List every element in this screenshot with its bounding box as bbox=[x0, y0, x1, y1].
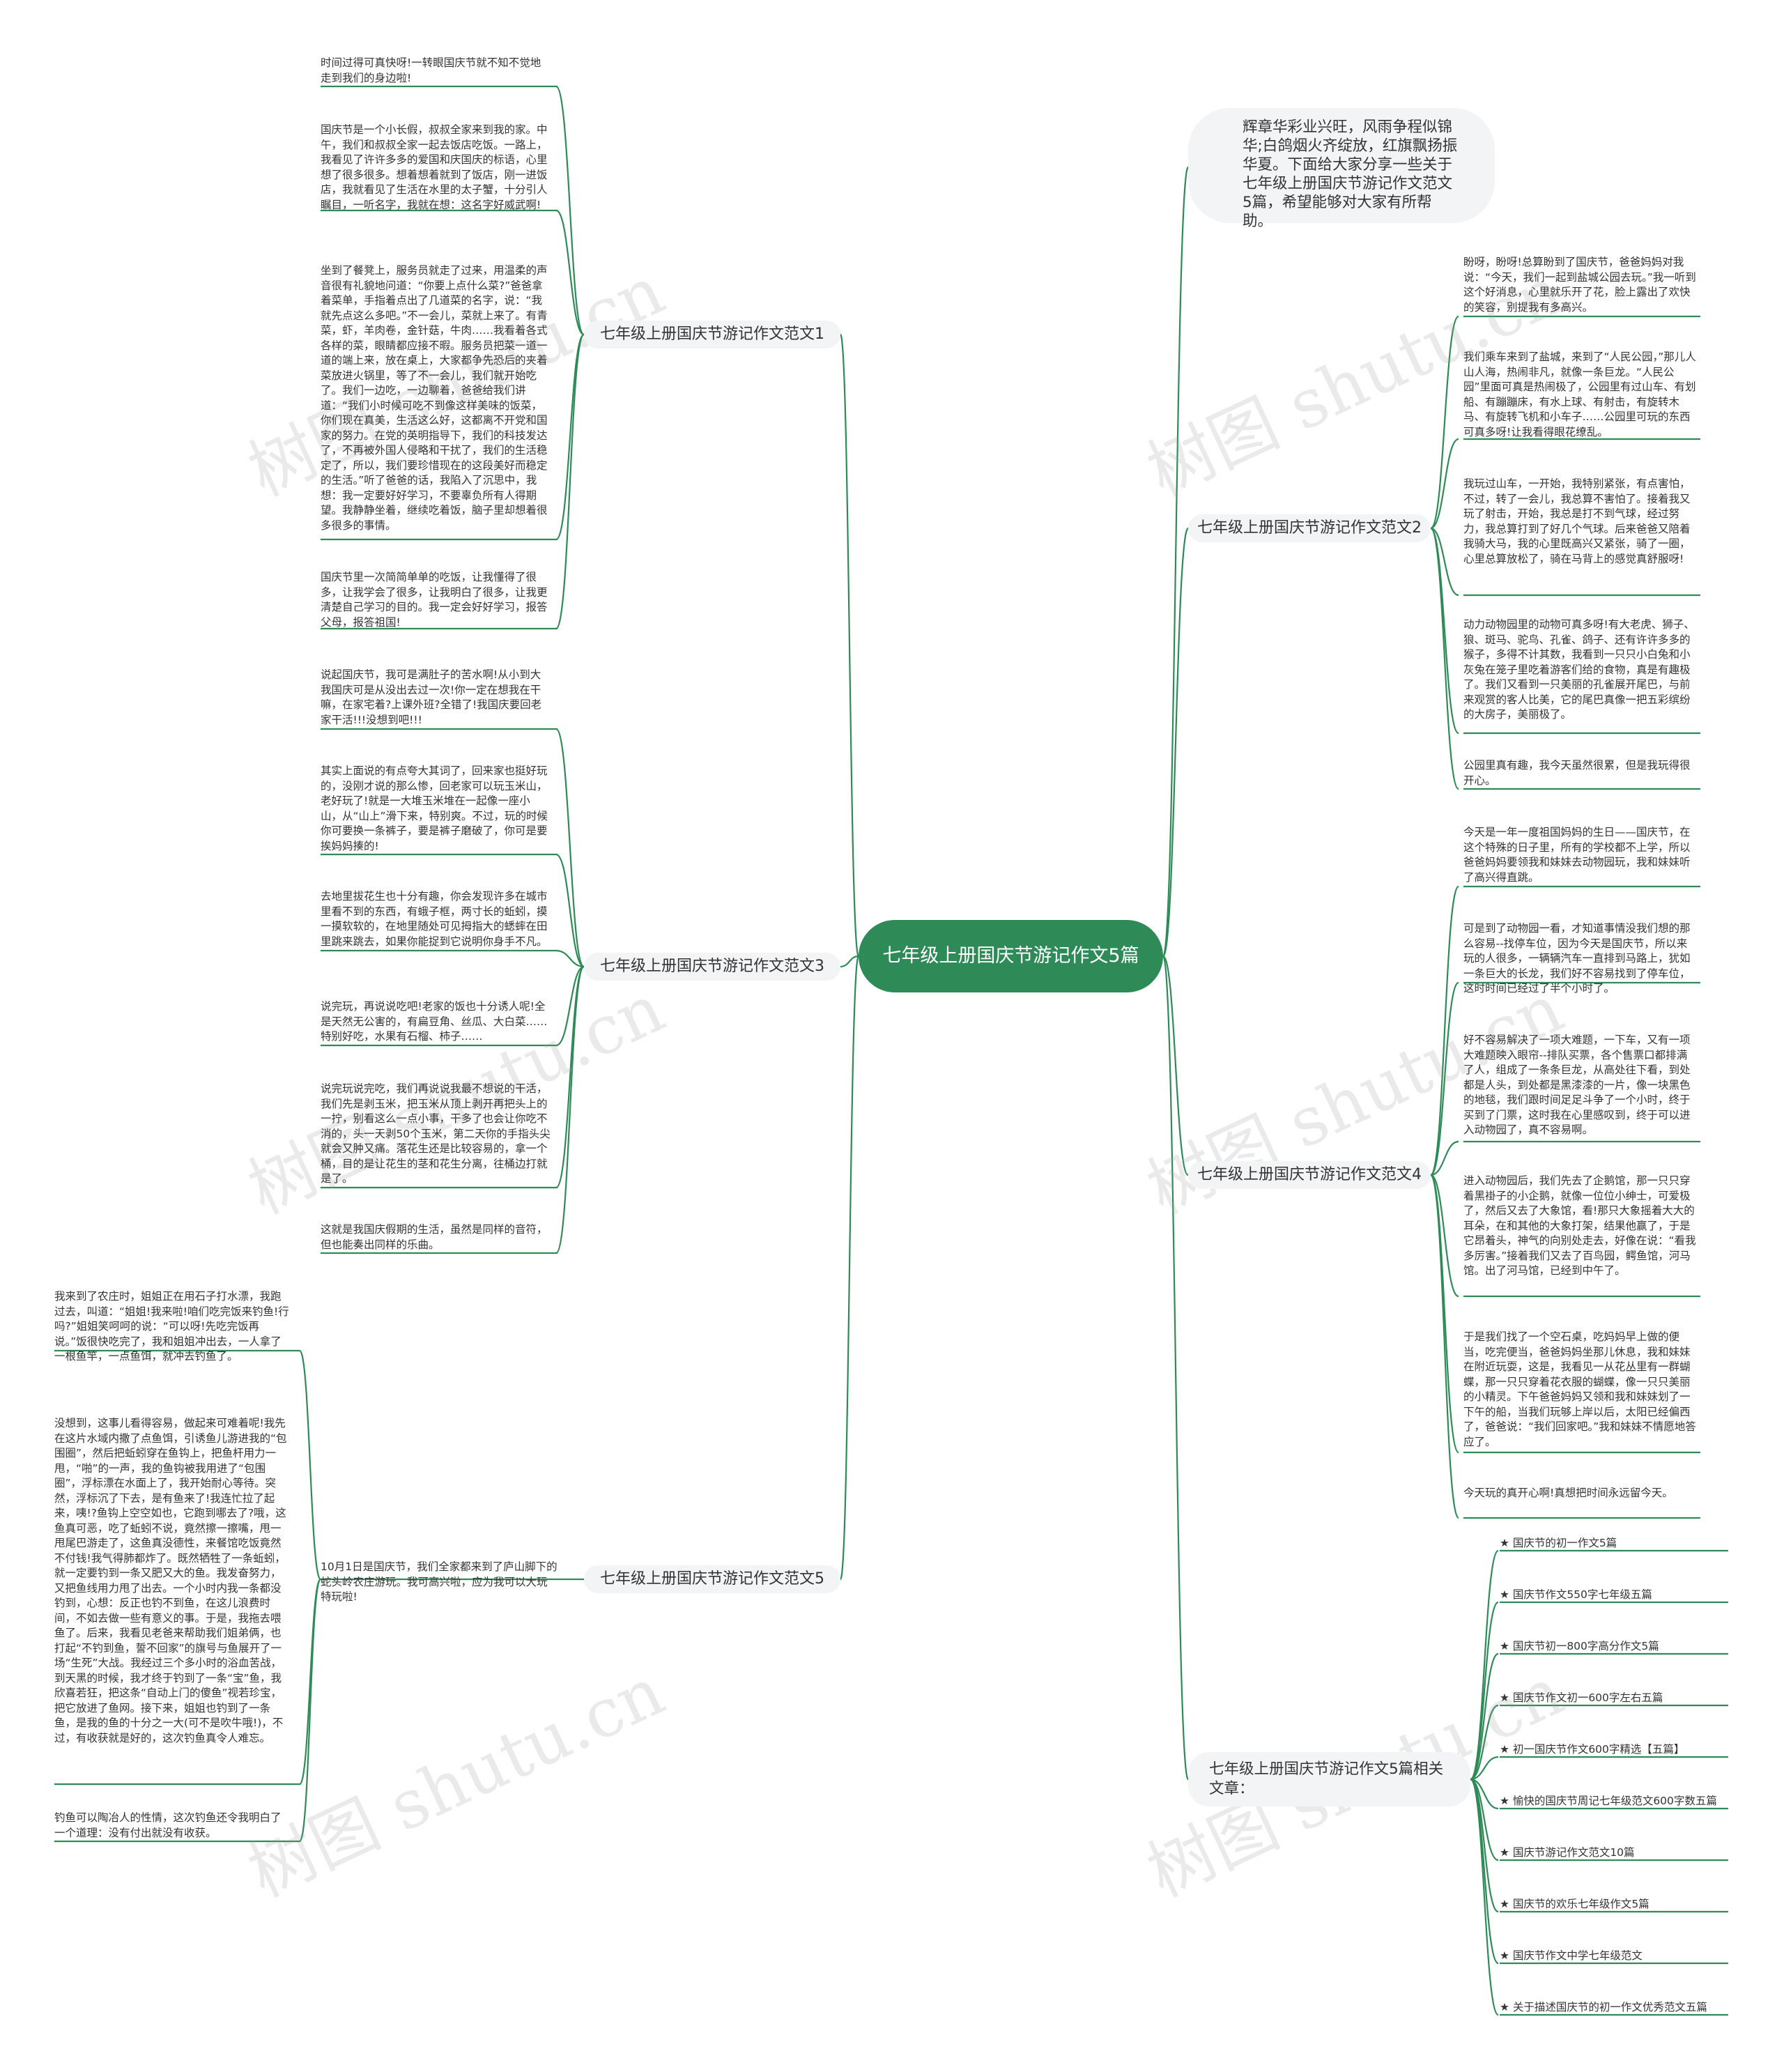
essay-2-paragraph: 公园里真有趣，我今天虽然很累，但是我玩得很开心。 bbox=[1463, 759, 1691, 787]
essay-3-paragraph: 其实上面说的有点夸大其词了，回来家也挺好玩的，没刚才说的那么惨，回老家可以玩玉米… bbox=[321, 765, 548, 852]
leaf-connector bbox=[298, 1578, 322, 1843]
leaf-connector bbox=[298, 1349, 322, 1581]
leaf-connector bbox=[555, 965, 585, 1254]
related-article-link[interactable]: ★ 国庆节的初一作文5篇 bbox=[1500, 1537, 1617, 1549]
essay-4-paragraph: 好不容易解决了一项大难题，一下车，又有一项大难题映入眼帘--排队买票，各个售票口… bbox=[1463, 1034, 1691, 1136]
leaf-connector bbox=[1470, 1756, 1499, 1781]
leaf-connector bbox=[298, 1578, 322, 1786]
root-to-branch-1 bbox=[839, 333, 860, 958]
intro-node[interactable]: 辉章华彩业兴旺，风雨争程似锦华;白鸽烟火齐绽放，红旗飘扬振华夏。下面给大家分享一… bbox=[1188, 108, 1495, 230]
root-to-branch-4 bbox=[1162, 955, 1190, 1176]
related-article-link[interactable]: ★ 关于描述国庆节的初一作文优秀范文五篇 bbox=[1500, 2001, 1707, 2013]
leaf-connector bbox=[555, 853, 585, 968]
related-article-link[interactable]: ★ 初一国庆节作文600字精选【五篇】 bbox=[1500, 1743, 1685, 1756]
root-label: 七年级上册国庆节游记作文5篇 bbox=[882, 945, 1139, 967]
branch-label: 七年级上册国庆节游记作文范文3 bbox=[600, 958, 824, 975]
branch-label: 七年级上册国庆节游记作文5篇相关文章： bbox=[1209, 1760, 1444, 1797]
essay-1-paragraph: 国庆节是一个小长假，叔叔全家来到我的家。中午，我们和叔叔全家一起去饭店吃饭。一路… bbox=[321, 123, 548, 211]
essay-4-paragraph: 进入动物园后，我们先去了企鹅馆，那一只只穿着黑褂子的小企鹅，就像一位位小绅士，可… bbox=[1463, 1174, 1696, 1277]
leaf-connector bbox=[1429, 1174, 1460, 1454]
branch-label: 七年级上册国庆节游记作文范文4 bbox=[1197, 1166, 1422, 1183]
root-to-related bbox=[1162, 955, 1190, 1781]
essay-4-paragraph: 今天玩的真开心啊!真想把时间永远留今天。 bbox=[1463, 1487, 1673, 1499]
essay-2-paragraph: 动力动物园里的动物可真多呀!有大老虎、狮子、狼、斑马、驼鸟、孔雀、鸽子、还有许许… bbox=[1463, 618, 1695, 721]
branch-essay-5[interactable]: 七年级上册国庆节游记作文范文5 bbox=[584, 1565, 840, 1593]
leaf-connector bbox=[555, 209, 585, 336]
essay-4-paragraph: 于是我们找了一个空石桌，吃妈妈早上做的便当，吃完便当，爸爸妈妈坐那儿休息，我和妹… bbox=[1463, 1330, 1696, 1448]
leaf-connector bbox=[1429, 981, 1460, 1176]
branch-essay-1[interactable]: 七年级上册国庆节游记作文范文1 bbox=[584, 321, 840, 348]
leaf-connector bbox=[1469, 1778, 1500, 2016]
root-to-intro bbox=[1162, 166, 1190, 958]
branch-essay-2[interactable]: 七年级上册国庆节游记作文范文2 bbox=[1188, 514, 1431, 542]
essay-3-paragraph: 说完玩，再说说吃吧!老家的饭也十分诱人呢!全是天然无公害的，有扁豆角、丝瓜、大白… bbox=[321, 1000, 548, 1043]
branch-label: 七年级上册国庆节游记作文范文1 bbox=[600, 325, 824, 343]
essay-2-paragraph: 我们乘车来到了盐城，来到了“人民公园，”那儿人山人海，热闹非凡，就像一条巨龙。“… bbox=[1463, 351, 1696, 438]
leaf-connector bbox=[1430, 527, 1459, 597]
leaf-connector bbox=[1429, 315, 1460, 530]
essay-5-paragraph: 没想到，这事儿看得容易，做起来可难着呢!我先在这片水域内撒了点鱼饵，引诱鱼儿游进… bbox=[54, 1417, 287, 1744]
essay-3-paragraph: 这就是我国庆假期的生活，虽然是同样的音符，但也能奏出同样的乐曲。 bbox=[321, 1223, 548, 1251]
essay-1-paragraph: 国庆节里一次简简单单的吃饭，让我懂得了很多，让我学会了很多，让我明白了很多，让我… bbox=[321, 571, 548, 629]
leaf-connector bbox=[1429, 527, 1460, 790]
leaf-connector bbox=[1470, 1601, 1499, 1781]
root-to-branch-5 bbox=[839, 955, 860, 1581]
leaf-connector bbox=[1430, 1140, 1459, 1176]
related-article-link[interactable]: ★ 国庆节作文中学七年级范文 bbox=[1500, 1949, 1643, 1962]
essay-3-paragraph: 说起国庆节，我可是满肚子的苦水啊!从小到大我国庆可是从没出去过一次!你一定在想我… bbox=[321, 668, 542, 726]
essay-3-paragraph: 去地里拔花生也十分有趣，你会发现许多在城市里看不到的东西，有蛾子框，两寸长的蚯蚓… bbox=[321, 890, 548, 948]
related-article-link[interactable]: ★ 国庆节的欢乐七年级作文5篇 bbox=[1500, 1898, 1650, 1910]
root-node[interactable]: 七年级上册国庆节游记作文5篇 bbox=[859, 920, 1163, 992]
branch-label: 七年级上册国庆节游记作文范文2 bbox=[1197, 519, 1422, 537]
leaf-connector bbox=[555, 965, 585, 1047]
leaf-connector bbox=[1429, 1174, 1460, 1519]
leaf-connector bbox=[555, 949, 585, 968]
leaf-connector bbox=[1470, 1778, 1499, 1810]
root-to-branch-3 bbox=[840, 955, 859, 968]
essay-5-intro: 10月1日是国庆节，我们全家都来到了庐山脚下的蛇头岭农庄游玩。我可高兴啦，应为我… bbox=[321, 1560, 558, 1603]
essay-5-paragraph: 钓鱼可以陶冶人的性情，这次钓鱼还令我明白了一个道理：没有付出就没有收获。 bbox=[54, 1811, 282, 1839]
branch-essay-4[interactable]: 七年级上册国庆节游记作文范文4 bbox=[1188, 1161, 1431, 1189]
leaf-connector bbox=[1430, 438, 1459, 530]
intro-text: 辉章华彩业兴旺，风雨争程似锦华;白鸽烟火齐绽放，红旗飘扬振华夏。下面给大家分享一… bbox=[1243, 118, 1458, 230]
leaf-connector bbox=[555, 728, 585, 968]
essay-2-paragraph: 我玩过山车，一开始，我特别紧张，有点害怕，不过，转了一会儿，我总算不害怕了。接着… bbox=[1463, 477, 1691, 565]
leaf-connector bbox=[555, 333, 585, 541]
related-article-link[interactable]: ★ 愉快的国庆节周记七年级范文600字数五篇 bbox=[1500, 1795, 1717, 1807]
essay-4-paragraph: 今天是一年一度祖国妈妈的生日——国庆节，在这个特殊的日子里，所有的学校都不上学，… bbox=[1463, 826, 1691, 884]
related-article-link[interactable]: ★ 国庆节游记作文范文10篇 bbox=[1500, 1846, 1635, 1859]
leaf-connector bbox=[1430, 1174, 1459, 1298]
leaf-connector bbox=[1470, 1652, 1499, 1781]
root-to-branch-2 bbox=[1162, 527, 1190, 958]
essay-3-paragraph: 说完玩说完吃，我们再说说我最不想说的干活，我们先是剥玉米，把玉米从顶上剥开再把头… bbox=[321, 1082, 551, 1185]
essay-1-paragraph: 坐到了餐凳上，服务员就走了过来，用温柔的声音很有礼貌地问道：“你要上点什么菜?”… bbox=[321, 264, 548, 532]
branch-essay-3[interactable]: 七年级上册国庆节游记作文范文3 bbox=[584, 953, 840, 981]
related-article-link[interactable]: ★ 国庆节初一800字高分作文5篇 bbox=[1500, 1640, 1659, 1652]
essay-2-paragraph: 盼呀，盼呀!总算盼到了国庆节，爸爸妈妈对我说：“今天，我们一起到盐城公园去玩。”… bbox=[1463, 256, 1696, 314]
essay-1-paragraph: 时间过得可真快呀!一转眼国庆节就不知不觉地走到我们的身边啦! bbox=[321, 56, 541, 84]
related-article-link[interactable]: ★ 国庆节作文550字七年级五篇 bbox=[1500, 1588, 1652, 1601]
leaf-connector bbox=[555, 85, 585, 336]
essay-4-paragraph: 可是到了动物园一看，才知道事情没我们想的那么容易--找停车位，因为今天是国庆节，… bbox=[1463, 922, 1691, 995]
leaf-connector bbox=[555, 965, 585, 1189]
branch-label: 七年级上册国庆节游记作文范文5 bbox=[600, 1570, 824, 1588]
branch-related-articles[interactable]: 七年级上册国庆节游记作文5篇相关文章： bbox=[1188, 1752, 1470, 1806]
essay-5-paragraph: 我来到了农庄时，姐姐正在用石子打水漂，我跑过去，叫道：“姐姐!我来啦!咱们吃完饭… bbox=[54, 1290, 289, 1363]
related-article-link[interactable]: ★ 国庆节作文初一600字左右五篇 bbox=[1500, 1691, 1663, 1704]
leaf-connector bbox=[1429, 885, 1460, 1176]
leaf-connector bbox=[555, 333, 585, 630]
leaf-connector bbox=[1470, 1704, 1499, 1781]
